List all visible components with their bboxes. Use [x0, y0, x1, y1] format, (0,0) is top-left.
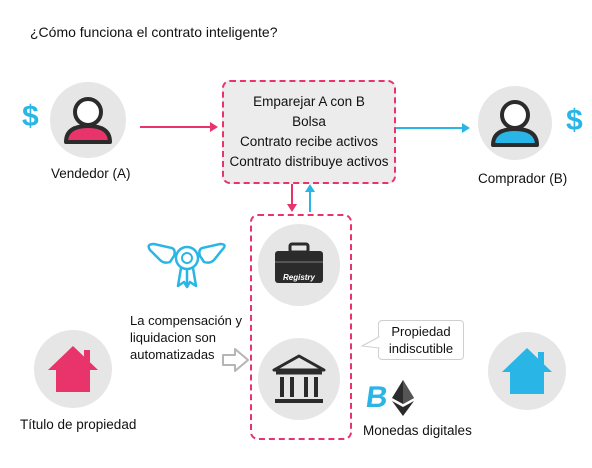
arrow-contract-to-buyer	[396, 123, 470, 133]
seller-dollar-icon: $	[22, 100, 39, 133]
buyer-label: Comprador (B)	[478, 171, 568, 186]
callout-line: indiscutible	[388, 341, 454, 356]
compensation-line: automatizadas	[130, 347, 215, 362]
contract-step: Bolsa	[292, 114, 326, 129]
digital-currencies-label: Monedas digitales	[363, 423, 472, 438]
left-house-circle	[34, 330, 112, 408]
diagram-title: ¿Cómo funciona el contrato inteligente?	[30, 24, 278, 40]
contract-steps-box: Emparejar A con B Bolsa Contrato recibe …	[222, 80, 396, 184]
compensation-line: liquidacion son	[130, 330, 217, 345]
contract-step: Contrato recibe activos	[239, 134, 379, 149]
registry-label: Registry	[282, 273, 315, 282]
bitcoin-icon: B	[363, 381, 391, 414]
contract-step: Emparejar A con B	[253, 94, 365, 109]
buyer-dollar-icon: $	[566, 104, 583, 137]
certificate-ribbon-icon	[147, 242, 226, 289]
bank-circle	[258, 338, 340, 420]
registry-circle: Registry	[258, 224, 340, 306]
contract-step: Contrato distribuye activos	[229, 154, 389, 169]
house-icon	[502, 348, 552, 394]
buyer-avatar	[478, 86, 552, 160]
ethereum-icon	[392, 380, 414, 416]
callout-pointer	[360, 336, 380, 349]
bank-icon	[272, 354, 326, 403]
compensation-line: La compensación y	[130, 313, 243, 328]
undisputed-ownership-callout: Propiedad indiscutible	[378, 320, 464, 360]
briefcase-icon	[275, 242, 323, 283]
hollow-arrow-icon	[222, 348, 249, 372]
callout-line: Propiedad	[391, 324, 451, 339]
seller-label: Vendedor (A)	[51, 166, 131, 181]
seller-avatar	[50, 82, 126, 158]
arrow-seller-to-contract	[140, 122, 218, 132]
compensation-text: La compensación y liquidacion son automa…	[130, 312, 242, 363]
title-property-label: Título de propiedad	[20, 417, 137, 432]
buyer-person-icon	[491, 100, 539, 147]
house-icon	[48, 346, 98, 392]
asset-stack-box	[250, 214, 352, 440]
vertical-arrows	[287, 184, 315, 212]
right-house-circle	[488, 332, 566, 410]
seller-person-icon	[64, 97, 112, 144]
